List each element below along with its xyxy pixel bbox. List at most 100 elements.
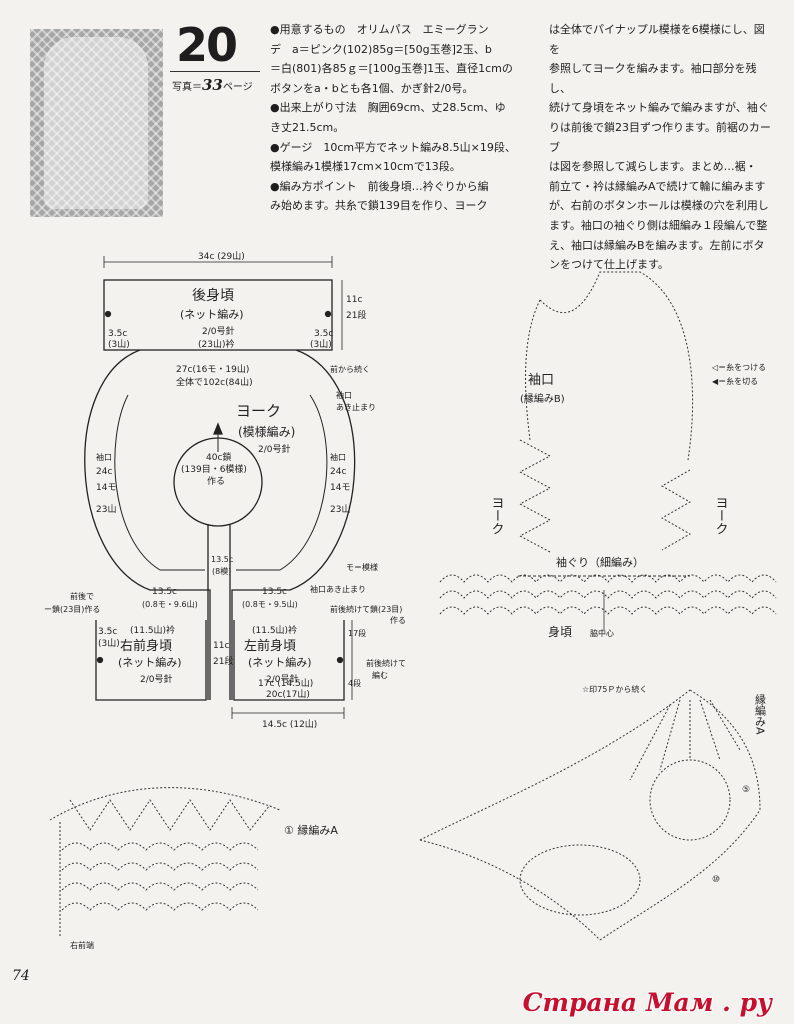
left-135-dim: 13.5c [152, 587, 177, 597]
left-135-sub: (0.8モ・9.6山) [142, 599, 198, 609]
yoke-title: ヨーク [236, 402, 281, 420]
watermark: Страна Мам . ру [522, 988, 772, 1017]
instruction-line: 前立て・衿は縁編みAで続けて輪に編みます [549, 179, 766, 193]
instruction-line: 続けて身頃をネット編みで編みますが、袖ぐ [549, 101, 769, 115]
right-front-stitch: (ネット編み) [118, 655, 182, 669]
sleeve-chart-labels: 袖口 (縁編みB) ヨーク ヨーク 袖ぐり（細編み） 身頃 脇中心 ◁＝糸をつけ… [489, 362, 767, 639]
legend-attach: ◁＝糸をつける [711, 362, 766, 372]
row-10-label: ⑩ [712, 875, 720, 885]
instruction-line: ボタンをa・bとも各1個、かぎ針2/0号。 [270, 81, 474, 95]
armhole-chain-left-2: ー鎖(23目)作る [44, 604, 100, 614]
sleeve-left-mesh: 23山 [96, 504, 116, 515]
sleeve-right-motif: 14モ [330, 483, 350, 493]
center-motif: (8模) [212, 566, 231, 576]
side-center-label: 脇中心 [590, 628, 614, 638]
bottom-width: 14.5c (12山) [262, 719, 317, 730]
legend-motif: モ＝模様 [346, 562, 378, 572]
yoke-outline [84, 349, 356, 700]
sleeve-left-label: 袖口 [96, 452, 112, 462]
schematic-labels: 34c (29山) 後身頃 (ネット編み) 2/0号針 (23山)衿 3.5c … [44, 251, 406, 730]
front-11c: 11c [213, 641, 229, 651]
front-cont-2: 編む [372, 670, 388, 680]
top-width-label: 34c (29山) [198, 251, 245, 262]
yoke-whole-dim: 全体で102c(84山) [176, 376, 253, 388]
instruction-line: ＝白(801)各85ｇ＝[100g玉巻]1玉、直径1cmの [270, 62, 513, 76]
armhole-chain-left-1: 前後で [70, 591, 94, 601]
yoke-stitch: (模様編み) [238, 424, 295, 439]
neck-chain: 40c鎖 [206, 451, 231, 463]
front-neck-right: (11.5山)衿 [252, 624, 297, 636]
garment-photo [30, 29, 163, 217]
front-35: 3.5c [98, 627, 117, 637]
side-11c: 11c [346, 295, 362, 305]
neck-make: 作る [207, 475, 225, 487]
right-front-end-label: 右前端 [70, 940, 94, 950]
instruction-line: は全体でパイナップル模様を6模様にし、図を [549, 23, 765, 56]
sleeve-stitch-chart [439, 271, 777, 630]
side-35-left-sub: (3山) [108, 339, 130, 350]
instruction-line: え、袖口は縁編みBを編みます。左前にボタ [549, 238, 765, 252]
side-21dan: 21段 [346, 309, 366, 321]
instruction-line: ●編み方ポイント 前後身頃…衿ぐりから編 [270, 179, 489, 193]
neck-chain-sub: (139目・6模様) [181, 463, 247, 475]
page-number: 74 [12, 968, 30, 984]
garment-shape [44, 37, 148, 209]
back-neck: (23山)衿 [198, 338, 234, 350]
sleeve-stitch: (縁編みB) [520, 392, 565, 405]
sleeve-right-width: 24c [330, 467, 346, 477]
photo-ref-suffix: ページ [222, 82, 253, 93]
right-front-title: 右前身頃 [120, 638, 172, 654]
edging-chart-left-labels: ① 縁編みA 右前端 [70, 823, 338, 950]
sleeve-title: 袖口 [528, 373, 554, 388]
right-135-dim: 13.5c [262, 587, 287, 597]
instruction-line: りは前後で鎖23目ずつ作ります。前裾のカーブ [549, 120, 771, 154]
hem-17: 17c (14.5山) [258, 678, 313, 689]
continue-note: ☆印75Ｐから続く [582, 684, 647, 694]
pattern-number: 20 [176, 18, 238, 72]
photo-ref-prefix: 写真 [172, 82, 192, 93]
front-neck-left: (11.5山)衿 [130, 624, 175, 636]
sleeve-right-mesh: 23山 [330, 504, 350, 515]
legend-cut: ◀＝糸を切る [712, 376, 758, 386]
sleeve-left-motif: 14モ [96, 483, 116, 493]
right-front-outline [95, 620, 207, 701]
armhole-label: 袖ぐり（細編み） [556, 555, 644, 569]
instruction-line: 参照してヨークを編みます。袖口部分を残し、 [549, 62, 757, 95]
instruction-line: ます。袖口の袖ぐり側は細編み１段編んで整 [549, 218, 768, 232]
continue-from-front: 前から続く [330, 364, 370, 374]
back-body-outline [103, 279, 333, 351]
edging-a-left-label: ① 縁編みA [284, 823, 338, 837]
front-21dan: 21段 [213, 655, 233, 667]
left-front-outline [233, 620, 345, 701]
row-5-label: ⑤ [742, 785, 750, 795]
right-135-sub: (0.8モ・9.5山) [242, 599, 298, 609]
yoke-right-label: ヨーク [713, 496, 728, 535]
instructions-column-1: ●用意するもの オリムパス エミーグラン デ a＝ピンク(102)85g＝[50… [270, 20, 528, 216]
front-35-sub: (3山) [98, 638, 120, 649]
instruction-line: ンをつけて仕上げます。 [549, 258, 669, 272]
instruction-line: が、右前のボタンホールは模様の穴を利用し [549, 199, 769, 213]
pattern-number-rule [170, 71, 260, 72]
back-title: 後身頃 [192, 288, 234, 304]
instruction-line: ●用意するもの オリムパス エミーグラン [270, 23, 489, 36]
front-17dan: 17段 [348, 628, 366, 638]
right-front-hook: 2/0号針 [140, 673, 173, 685]
sleeve-left-width: 24c [96, 467, 112, 477]
center-dim: 13.5c [211, 555, 233, 564]
instruction-line: ●ゲージ 10cm平方でネット編み8.5山×19段、 [270, 140, 516, 154]
instruction-line: デ a＝ピンク(102)85g＝[50g玉巻]2玉、b [270, 42, 492, 56]
instruction-line: は図を参照して減らします。まとめ…裾・ [549, 160, 757, 174]
front-4dan: 4段 [348, 678, 361, 688]
armhole-chain-right-2: 作る [390, 615, 406, 625]
side-35-right: 3.5c [314, 329, 333, 339]
photo-ref-page: 33 [202, 76, 223, 94]
left-front-hook: 2/0号針 [266, 673, 299, 685]
instruction-line: き丈21.5cm。 [270, 120, 345, 134]
sleeve-open-end: あき止まり [336, 402, 376, 412]
photo-reference: 写真＝33ページ [172, 76, 253, 94]
sleeve-right-label: 袖口 [330, 452, 346, 462]
back-hook: 2/0号針 [202, 325, 235, 337]
front-cont-1: 前後続けて [366, 658, 406, 668]
garment-schematic [84, 256, 356, 719]
